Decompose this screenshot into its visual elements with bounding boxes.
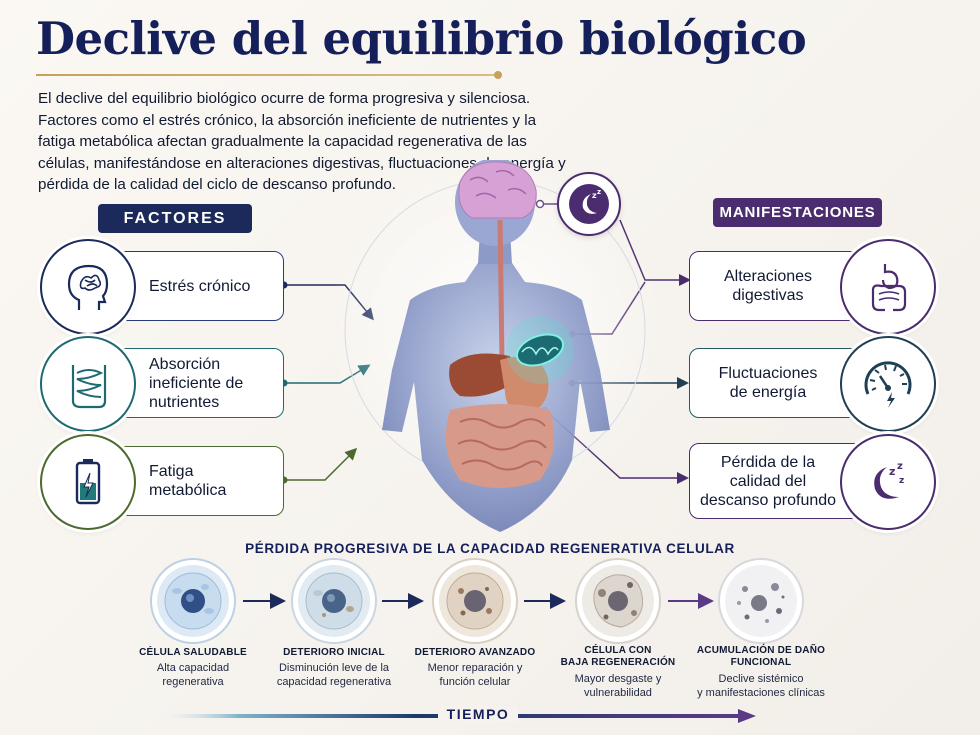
gauge-icon bbox=[840, 336, 936, 432]
stage-desc-deterioro-avanzado: Menor reparación y función celular bbox=[427, 662, 523, 688]
digestive-icon bbox=[840, 239, 936, 335]
stage-label-baja-regeneracion: CÉLULA CON BAJA REGENERACIÓN bbox=[560, 645, 676, 668]
svg-text:z: z bbox=[889, 465, 895, 478]
moon-zzz-icon: z z bbox=[557, 172, 621, 236]
cell-saludable-image bbox=[150, 558, 236, 644]
cell-deterioro-inicial-image bbox=[291, 558, 377, 644]
svg-text:z: z bbox=[597, 188, 601, 196]
cell-baja-regeneracion-image bbox=[575, 558, 661, 644]
low-battery-icon bbox=[40, 434, 136, 530]
intro-paragraph: El declive del equilibrio biológico ocur… bbox=[38, 90, 566, 193]
brain bbox=[458, 161, 537, 219]
stage-desc-deterioro-inicial: Disminución leve de la capacidad regener… bbox=[276, 662, 392, 688]
manifestaciones-heading: MANIFESTACIONES bbox=[713, 198, 882, 227]
stage-desc-saludable: Alta capacidad regenerativa bbox=[156, 662, 230, 688]
stage-label-dano-funcional: ACUMULACIÓN DE DAÑO FUNCIONAL bbox=[696, 645, 826, 668]
human-body-illustration bbox=[325, 160, 665, 532]
factores-heading: FACTORES bbox=[98, 204, 252, 233]
time-label: TIEMPO bbox=[438, 706, 518, 722]
svg-text:z: z bbox=[897, 461, 903, 472]
stage-desc-baja-regeneracion: Mayor desgaste y vulnerabilidad bbox=[574, 673, 662, 699]
head-stress-icon bbox=[40, 239, 136, 335]
stage-label-saludable: CÉLULA SALUDABLE bbox=[139, 647, 247, 658]
stage-label-deterioro-inicial: DETERIORO INICIAL bbox=[283, 647, 385, 658]
page-title: Declive del equilibrio biológico bbox=[36, 12, 807, 65]
progression-title: PÉRDIDA PROGRESIVA DE LA CAPACIDAD REGEN… bbox=[245, 541, 735, 556]
progression-arrows bbox=[243, 593, 714, 609]
stage-desc-dano-funcional: Declive sistémico y manifestaciones clín… bbox=[697, 673, 825, 699]
manif-alteraciones-digestivas: Alteraciones digestivas bbox=[689, 251, 887, 321]
moon-sleep-icon: z z z bbox=[840, 434, 936, 530]
cell-deterioro-avanzado-image bbox=[432, 558, 518, 644]
svg-text:z: z bbox=[592, 191, 597, 200]
title-divider bbox=[36, 71, 502, 79]
svg-text:z: z bbox=[899, 476, 904, 486]
stage-label-deterioro-avanzado: DETERIORO AVANZADO bbox=[414, 647, 536, 658]
intestine-icon bbox=[40, 336, 136, 432]
cell-dano-funcional-image bbox=[718, 558, 804, 644]
